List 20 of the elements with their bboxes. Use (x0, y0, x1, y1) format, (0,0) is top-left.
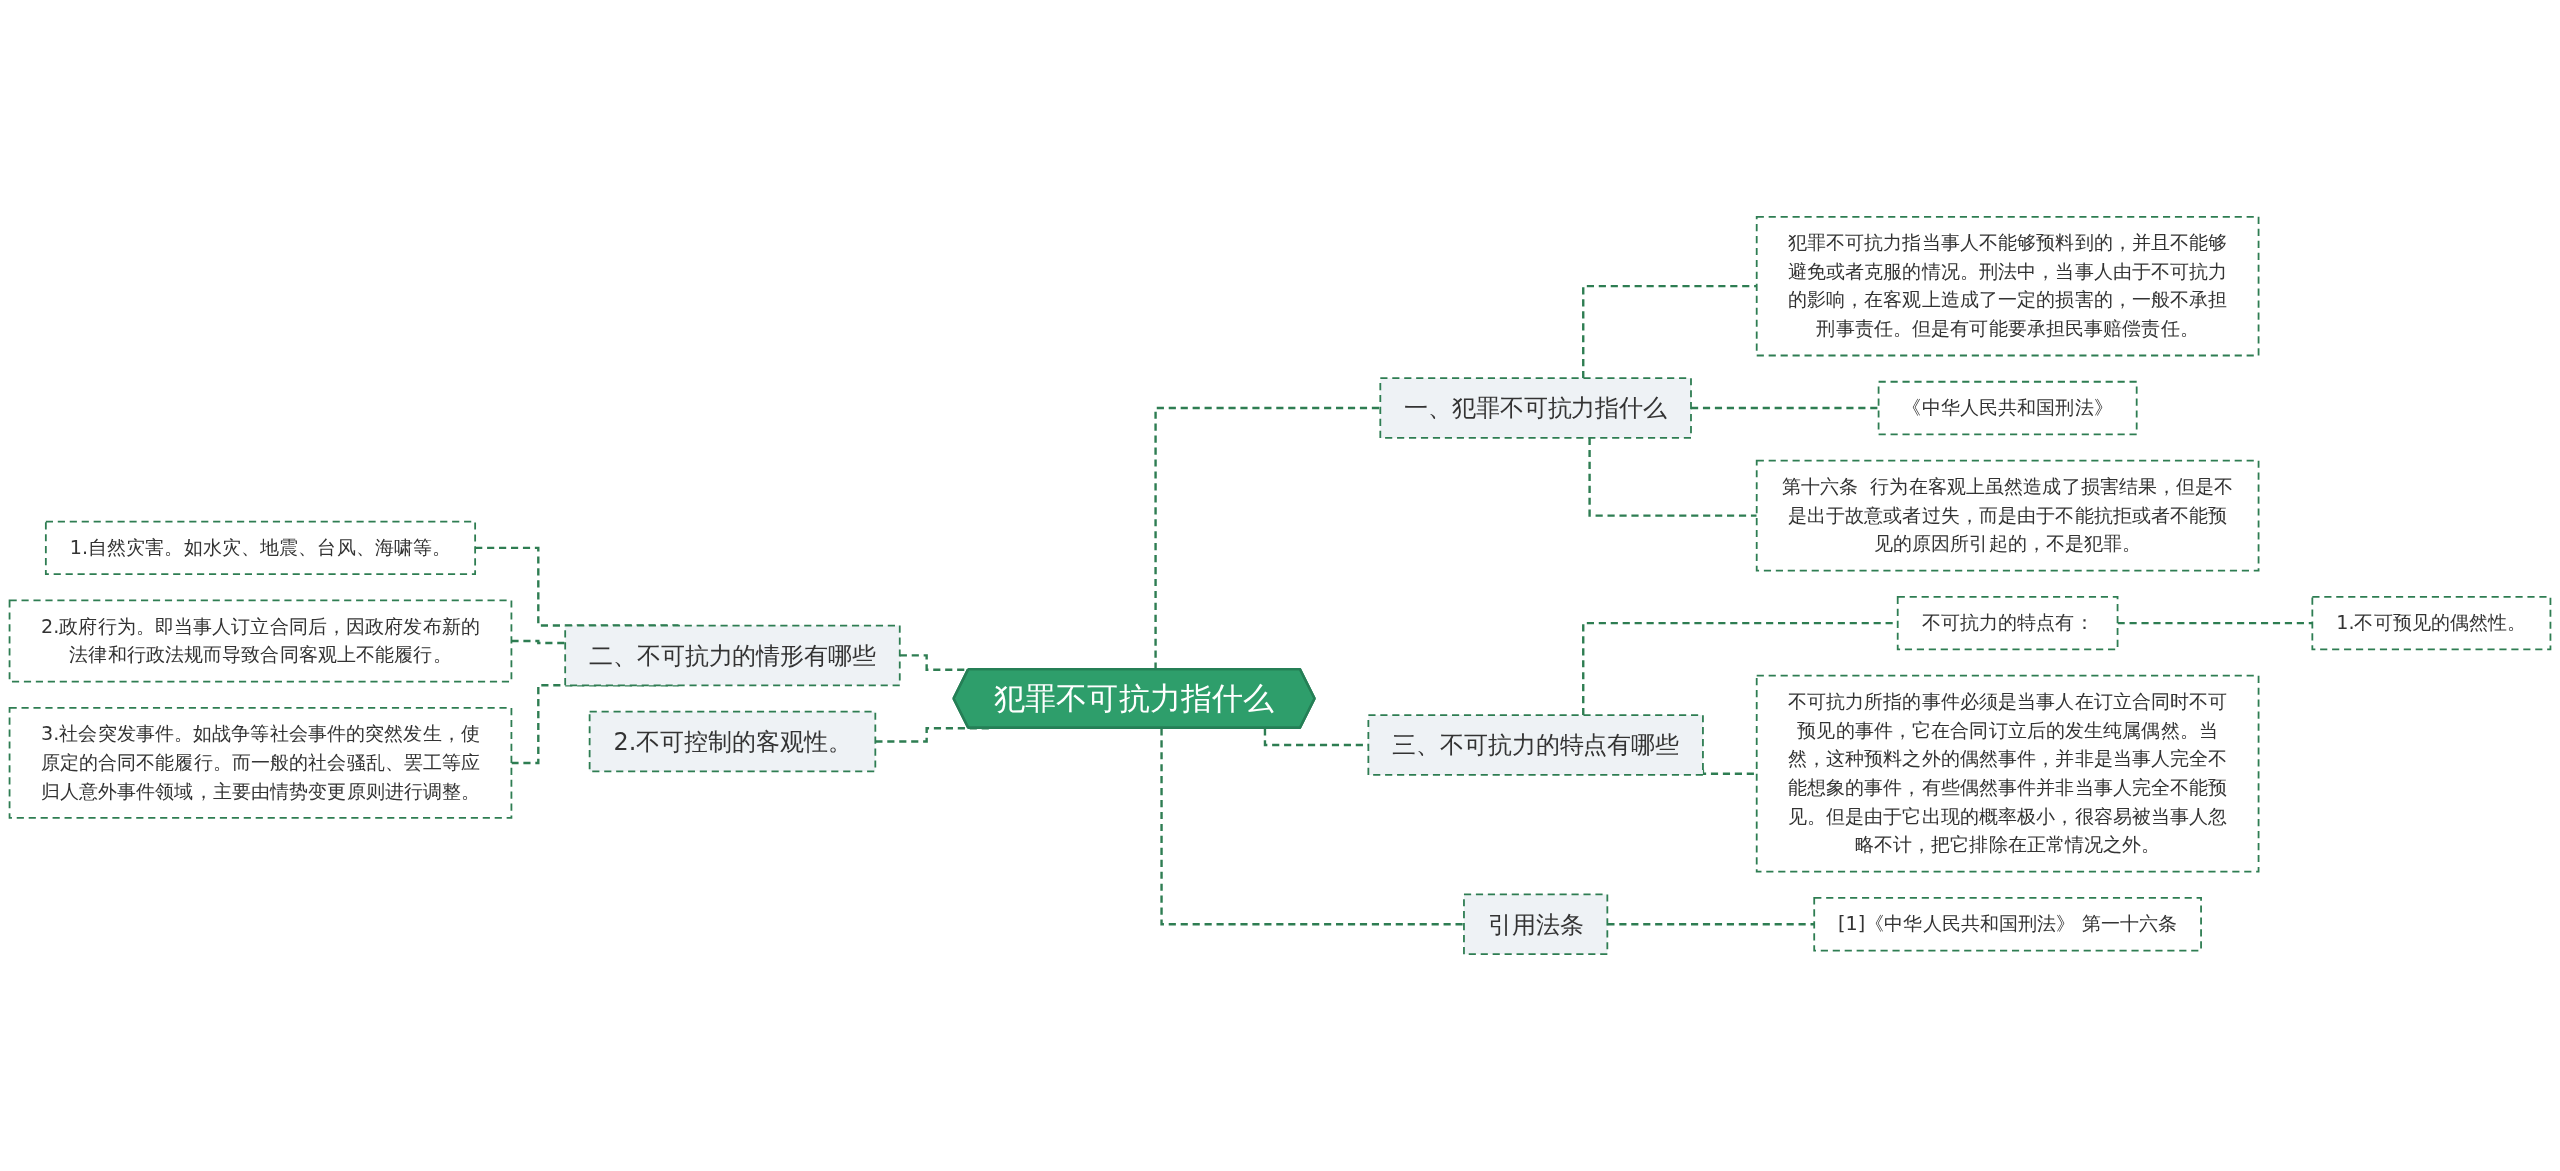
connector (1588, 437, 1757, 517)
node-box: 2.不可控制的客观性。 (588, 710, 877, 773)
node-box: 第十六条 行为在客观上虽然造成了损害结果，但是不是出于故意或者过失，而是由于不能抗拒或者不能预见的原因所引起的，不是犯罪。 (1755, 459, 2260, 572)
node-box: 三、不可抗力的特点有哪些 (1367, 714, 1704, 776)
node-box: [1]《中华人民共和国刑法》 第一十六条 (1813, 897, 2202, 952)
node-box: 《中华人民共和国刑法》 (1877, 380, 2138, 436)
connector (1582, 285, 1757, 379)
node-box: 二、不可抗力的情形有哪些 (564, 624, 901, 687)
node-box: 1.自然灾害。如水灾、地震、台风、海啸等。 (44, 520, 477, 576)
connector (1160, 728, 1464, 926)
node-box: 1.不可预见的偶然性。 (2311, 595, 2552, 651)
node-box: 犯罪不可抗力指当事人不能够预料到的，并且不能够避免或者克服的情况。刑法中，当事人由于不可抗力的影响，在客观上造成了一定的损害的，一般不承担刑事责任。但是有可能要承担民事赔偿责任。 (1755, 215, 2260, 357)
node-box: 2.政府行为。即当事人订立合同后，因政府发布新的法律和行政法规而导致合同客观上不能履行。 (8, 599, 513, 683)
node-box: 不可抗力的特点有： (1896, 595, 2119, 651)
node-box: 3.社会突发事件。如战争等社会事件的突然发生，使原定的合同不能履行。而一般的社会骚乱、罢工等应归人意外事件领域，主要由情势变更原则进行调整。 (8, 707, 513, 819)
node-box: 引用法条 (1463, 893, 1609, 956)
node-box: 一、犯罪不可抗力指什么 (1379, 377, 1692, 439)
connector (1701, 769, 1757, 775)
connector (1154, 406, 1381, 670)
node-box: 不可抗力所指的事件必须是当事人在订立合同时不可预见的事件，它在合同订立后的发生纯属偶然。当然，这种预料之外的偶然事件，并非是当事人完全不能想象的事件，有些偶然事件并非当事人完全不能预见。但是由于它出现的概率极小，很容易被当事人忽略不计，把它排除在正常情况之外。 (1755, 674, 2260, 873)
